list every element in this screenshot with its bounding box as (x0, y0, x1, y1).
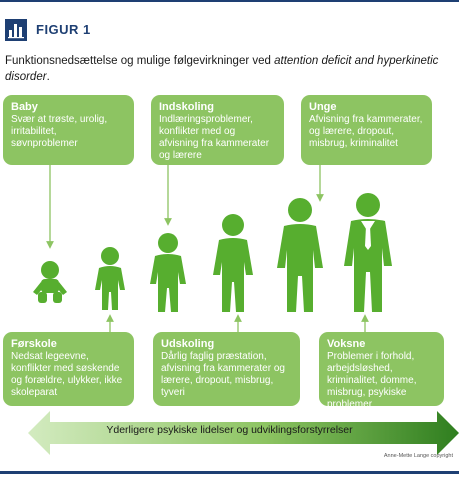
school-child-figure (150, 233, 186, 312)
figure-label: FIGUR 1 (36, 22, 91, 37)
stage-title: Unge (309, 101, 337, 113)
bottom-rule (0, 471, 459, 474)
arrow-label: Yderligere psykiske lidelser og udviklin… (106, 424, 353, 436)
preschool-child-figure (95, 247, 125, 310)
stage-text: Nedsat legeevne, konflikter med søskende… (11, 351, 123, 398)
baby-figure (33, 261, 67, 303)
stage-text: Afvisning fra kammerater, og lærere, dro… (309, 114, 423, 149)
stage-text: Indlæringsproblemer, konflikter med og a… (159, 114, 270, 161)
teen-figure (213, 214, 253, 312)
figure-caption: Funktionsnedsættelse og mulige følgevirk… (5, 55, 439, 83)
stage-title: Udskoling (161, 338, 215, 350)
stage-title: Baby (11, 101, 38, 113)
young-adult-figure (277, 198, 323, 312)
stage-text: Dårlig faglig præstation, afvisning fra … (161, 351, 285, 398)
stage-title: Førskole (11, 338, 57, 350)
adult-figure (344, 193, 392, 312)
stage-box-indskoling: Indskoling Indlæringsproblemer, konflikt… (151, 95, 284, 165)
bar-chart-icon (5, 19, 27, 41)
stage-box-udskoling: Udskoling Dårlig faglig præstation, afvi… (153, 332, 300, 406)
top-rule (0, 0, 459, 2)
stage-title: Indskoling (159, 101, 214, 113)
stage-title: Voksne (327, 338, 366, 350)
copyright-credit: Anne-Mette Lange copyright (383, 453, 453, 459)
stage-box-baby: Baby Svær at trøste, urolig, irritabilit… (3, 95, 134, 165)
stage-box-forskole: Førskole Nedsat legeevne, konflikter med… (3, 332, 134, 406)
lifespan-double-arrow (28, 411, 459, 455)
stage-text: Problemer i forhold, arbejdsløshed, krim… (327, 351, 417, 410)
stage-box-voksne: Voksne Problemer i forhold, arbejdsløshe… (319, 332, 444, 410)
stage-text: Svær at trøste, urolig, irritabilitet, s… (11, 114, 108, 149)
stage-box-unge: Unge Afvisning fra kammerater, og lærere… (301, 95, 432, 165)
